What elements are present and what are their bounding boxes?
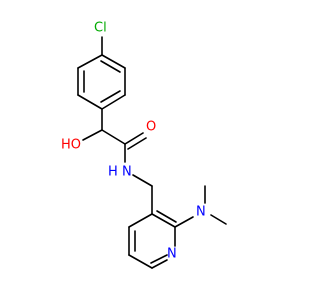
structure-canvas: Cl HO O N H N N (61, 21, 227, 269)
chlorine-label: Cl (94, 21, 107, 36)
bond (128, 213, 153, 228)
carbonyl-bond (124, 132, 144, 145)
molecule-structure: Cl HO O N H N N (61, 21, 227, 269)
chlorophenyl-ring (77, 54, 126, 110)
bond (77, 94, 103, 110)
c-oh-bond (82, 129, 103, 141)
methyl-bond (210, 214, 227, 225)
pyridine-ring (128, 210, 177, 269)
bond (151, 259, 168, 269)
bond (156, 210, 177, 223)
pyridine-nitrogen-label: N (167, 247, 177, 262)
bond (100, 60, 121, 73)
bond (101, 94, 126, 110)
bond (101, 129, 126, 145)
bond (132, 174, 153, 187)
amide-nitrogen-label: N (122, 165, 132, 180)
carbonyl-oxygen-label: O (146, 120, 156, 135)
amide-hydrogen-label: H (108, 165, 118, 180)
bond (151, 213, 176, 228)
bond (100, 90, 121, 103)
bond (77, 54, 103, 69)
bond (101, 54, 126, 69)
dimethylamino-nitrogen-label: N (196, 205, 206, 220)
bond (150, 254, 168, 264)
bond (174, 216, 194, 228)
hydroxyl-label: HO (61, 138, 81, 153)
bond (128, 254, 153, 269)
carbonyl-bond (127, 137, 147, 150)
